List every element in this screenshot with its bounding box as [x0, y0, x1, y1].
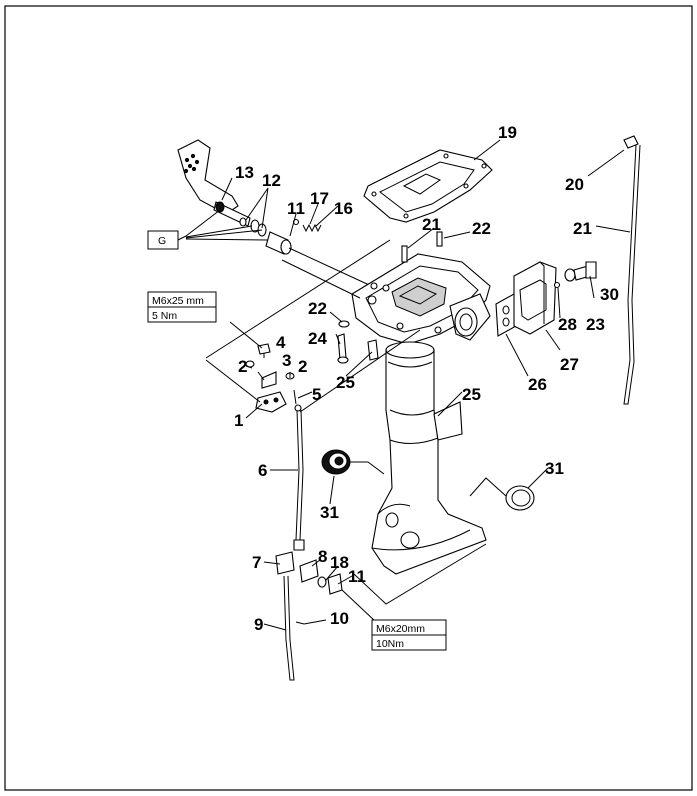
- part-number-1: 1: [234, 411, 243, 430]
- bolt-23: [337, 333, 349, 364]
- part-number-23: 24: [308, 329, 327, 348]
- fitting-24: [367, 339, 379, 361]
- bolt-4: [257, 343, 271, 358]
- spec-torque-label: 5 Nm: [152, 310, 177, 322]
- part-number-4: 4: [276, 333, 286, 352]
- part-number-21a: 21: [422, 215, 441, 234]
- plug-31-right: [469, 477, 535, 511]
- engine-adapter-plate: [351, 253, 491, 345]
- part-number-6: 6: [258, 461, 267, 480]
- grease-symbol: G: [158, 235, 166, 247]
- part-number-5: 5: [312, 385, 321, 404]
- part-number-22b: 23: [586, 315, 605, 334]
- part-number-31a: 31: [320, 503, 339, 522]
- shift-lever: [177, 139, 251, 227]
- part-number-8: 8: [318, 547, 327, 566]
- part-number-18: 19: [498, 123, 517, 142]
- part-number-13: 12: [262, 171, 281, 190]
- connector-7: [275, 551, 295, 575]
- shift-rod-20: [623, 135, 641, 405]
- grommet-31-left: [321, 449, 385, 475]
- part-number-28: 28: [558, 315, 577, 334]
- pin-28: [553, 281, 561, 289]
- page-border: [4, 5, 693, 791]
- spec-box-m6x20: M6x20mm 10Nm: [371, 619, 447, 651]
- part-number-16: 17: [310, 189, 329, 208]
- part-number-labels: 13 12 11 17 16 19 20 21 21 22 22 24 25 3…: [234, 123, 619, 634]
- shift-arm-1: [255, 391, 287, 413]
- spec-size-label: M6x20mm: [376, 623, 425, 635]
- washer-22: [338, 320, 350, 328]
- washer-17-bolt-11: [317, 573, 343, 595]
- part-number-22a: 22: [308, 299, 327, 318]
- spec-torque-label: 10Nm: [376, 638, 404, 650]
- rod-9: [283, 575, 295, 681]
- plate-26: [495, 293, 517, 337]
- pin-10: [295, 621, 305, 625]
- leader-lines: [221, 139, 631, 631]
- part-number-30: 30: [600, 285, 619, 304]
- spec-size-label: M6x25 mm: [152, 295, 204, 307]
- spec-box-m6x25: M6x25 mm 5 Nm: [147, 291, 217, 323]
- clip-3: [261, 371, 277, 389]
- pin-5: [293, 389, 297, 405]
- washers-13: [250, 219, 267, 237]
- part-number-15: 16: [334, 199, 353, 218]
- part-number-2a: 2: [238, 357, 247, 376]
- part-number-27: 27: [560, 355, 579, 374]
- part-number-9: 9: [254, 615, 263, 634]
- part-number-19: 20: [565, 175, 584, 194]
- part-number-25: 25: [462, 385, 481, 404]
- part-number-2b: 2: [298, 357, 307, 376]
- spring-15: [302, 223, 322, 233]
- part-number-21b: 22: [472, 219, 491, 238]
- assembly-lines: [205, 239, 487, 605]
- driveshaft-housing-25: [371, 341, 487, 575]
- shift-shaft-collar-12: [265, 231, 381, 291]
- cover-27: [513, 261, 557, 335]
- part-number-7: 7: [252, 553, 261, 572]
- part-number-10: 10: [330, 609, 349, 628]
- dowel-pins-21: [401, 231, 443, 263]
- shift-rod-6: [293, 404, 305, 551]
- screw-30: [564, 261, 597, 282]
- part-number-3: 3: [282, 351, 291, 370]
- part-number-20: 21: [573, 219, 592, 238]
- gasket-18: [363, 149, 493, 223]
- part-number-31b: 31: [545, 459, 564, 478]
- part-number-14: 13: [235, 163, 254, 182]
- part-number-26: 26: [528, 375, 547, 394]
- part-number-17: 18: [330, 553, 349, 572]
- part-number-24: 25: [336, 373, 355, 392]
- grease-callout: [147, 209, 269, 250]
- part-number-12: 11: [287, 199, 305, 218]
- part-number-11: 11: [348, 567, 366, 586]
